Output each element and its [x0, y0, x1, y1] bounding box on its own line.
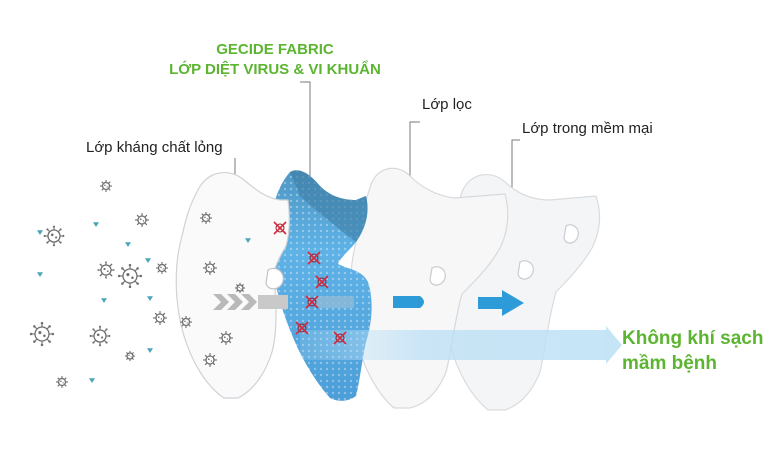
result-line1: Không khí sạch	[622, 328, 764, 349]
label-inner-soft: Lớp trong mềm mại	[522, 120, 653, 137]
germ-icon	[99, 179, 113, 193]
germ-icon	[55, 375, 69, 389]
germ-icon	[234, 282, 246, 294]
layer-liquid-resistant	[175, 172, 290, 399]
droplet-icon	[37, 272, 43, 277]
droplet-icon	[125, 242, 131, 247]
flow-arrow-filter	[393, 296, 424, 308]
kill-mark-icon	[273, 221, 287, 235]
kill-mark-icon	[295, 321, 309, 335]
germ-icon	[153, 311, 167, 325]
germ-icon	[89, 325, 111, 347]
result-line2: mầm bệnh	[622, 353, 718, 374]
germ-icon	[43, 225, 65, 247]
air-flow-band-tip	[606, 326, 622, 364]
germ-icon	[135, 213, 149, 227]
germ-icon	[219, 331, 233, 345]
germ-icon	[203, 261, 217, 275]
air-flow-band	[300, 330, 606, 360]
germ-icon	[117, 263, 143, 289]
chevron-arrows-icon	[213, 294, 288, 310]
germ-icon	[29, 321, 55, 347]
flow-arrow-icon	[478, 290, 524, 316]
gecide-title: GECIDE FABRIC LỚP DIỆT VIRUS & VI KHUẨN	[160, 40, 390, 80]
gecide-title-line1: GECIDE FABRIC	[216, 41, 334, 58]
kill-mark-icon	[315, 275, 329, 289]
kill-marks	[273, 221, 347, 345]
kill-mark-icon	[333, 331, 347, 345]
leader-line-gecide	[300, 81, 311, 205]
germ-icon	[179, 315, 193, 329]
result-text: Không khí sạch mầm bệnh	[622, 326, 763, 376]
droplet-icon	[145, 258, 151, 263]
droplet-icon	[147, 348, 153, 353]
germ-icon	[97, 261, 115, 279]
flow-arrows	[213, 290, 524, 316]
germ-icon	[203, 353, 217, 367]
germ-icon	[199, 211, 213, 225]
droplet-icon	[37, 230, 43, 235]
droplet-icon	[245, 238, 251, 243]
gecide-title-line2: LỚP DIỆT VIRUS & VI KHUẨN	[169, 61, 381, 78]
droplet-icon	[93, 222, 99, 227]
droplet-icon	[101, 298, 107, 303]
label-liquid-resistant: Lớp kháng chất lỏng	[86, 139, 223, 156]
label-filter: Lớp lọc	[422, 96, 472, 113]
flow-arrow-gecide	[316, 296, 354, 308]
kill-mark-icon	[307, 251, 321, 265]
germ-icon	[155, 261, 169, 275]
kill-mark-icon	[305, 295, 319, 309]
pathogens	[29, 179, 251, 389]
droplet-icon	[147, 296, 153, 301]
germ-icon	[124, 350, 136, 362]
droplet-icon	[89, 378, 95, 383]
